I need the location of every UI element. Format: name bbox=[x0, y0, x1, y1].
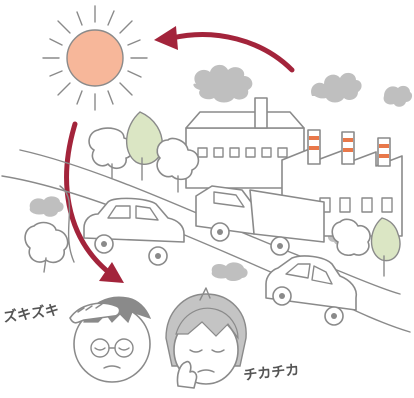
stinging-label: チカチカ bbox=[243, 362, 300, 384]
car-right bbox=[266, 256, 356, 325]
throbbing-label: ズキズキ bbox=[2, 301, 60, 326]
boy-headache bbox=[70, 297, 150, 382]
car-left bbox=[84, 198, 184, 265]
arrow-to-sun-icon bbox=[154, 26, 292, 70]
sun-icon bbox=[43, 6, 147, 110]
girl-sore-eyes bbox=[166, 288, 246, 388]
